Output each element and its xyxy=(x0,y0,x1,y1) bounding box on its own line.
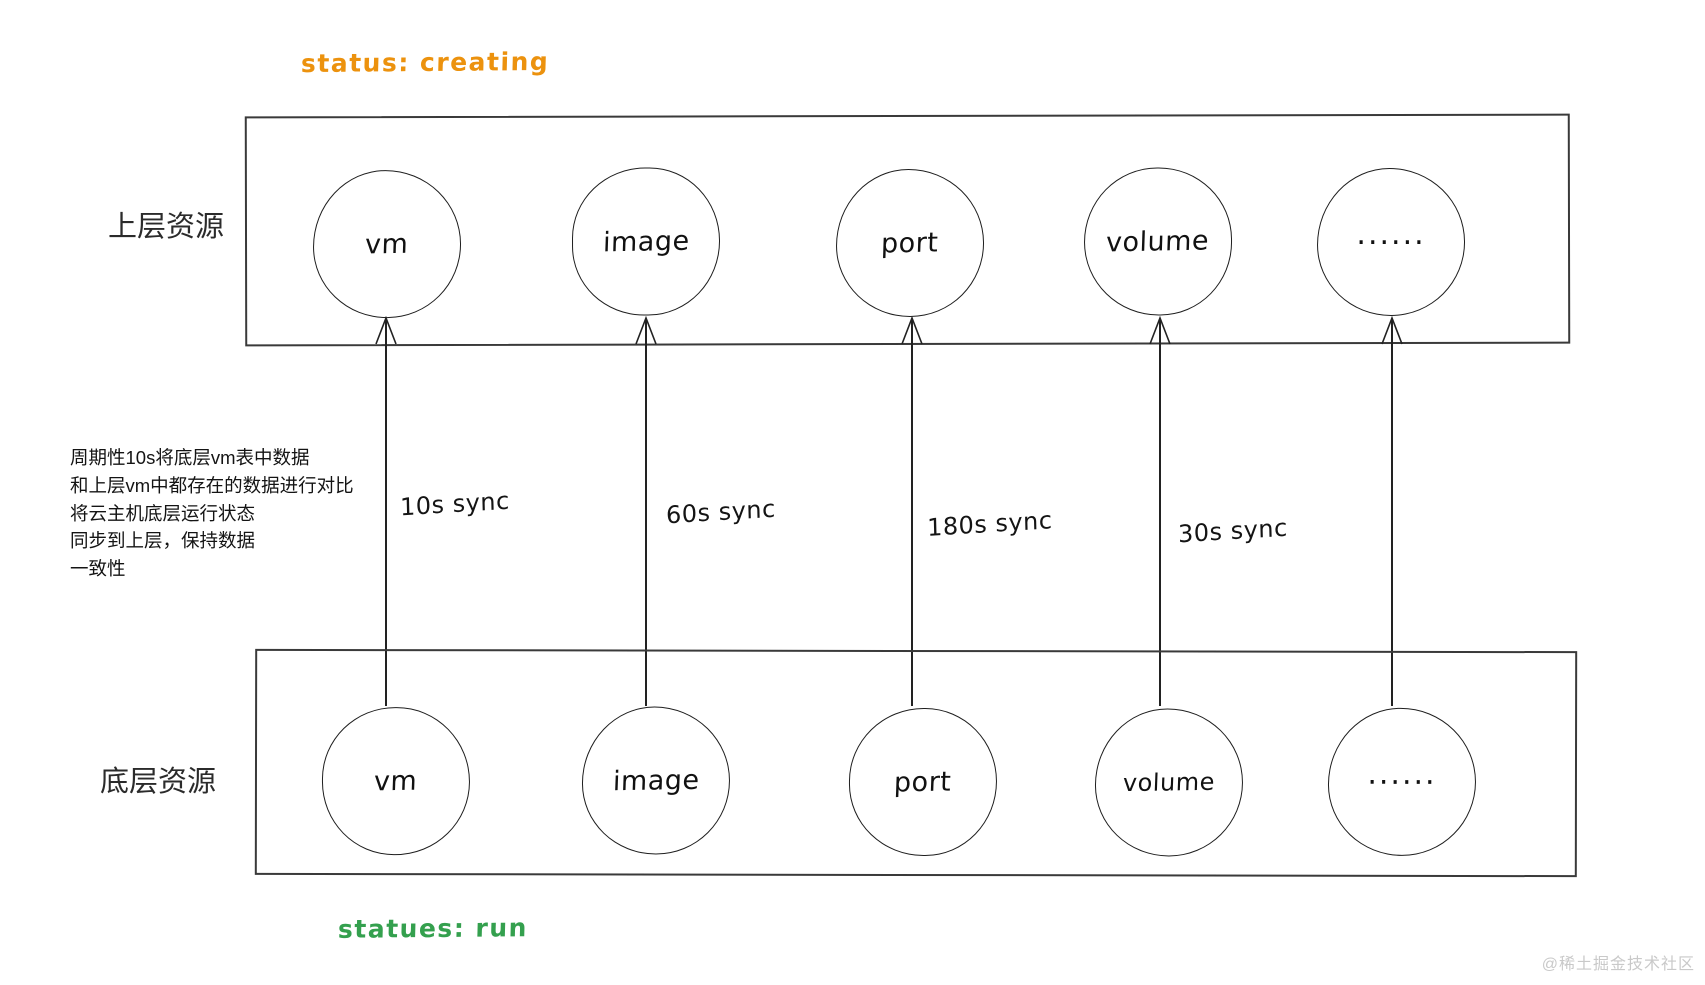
note-line: 和上层vm中都存在的数据进行对比 xyxy=(70,474,354,496)
upper-node-circle-image: image xyxy=(571,167,721,316)
arrow-shaft xyxy=(1159,319,1161,706)
sync-label-10s: 10s sync xyxy=(399,486,511,522)
lower-node-circle-ellipsis: ...... xyxy=(1327,707,1477,856)
node-label: image xyxy=(602,225,690,258)
node-label: ...... xyxy=(1356,216,1426,252)
arrow-shaft xyxy=(1391,319,1393,706)
upper-layer-label: 上层资源 xyxy=(108,211,225,243)
arrowhead-up-icon xyxy=(635,316,657,345)
upper-resources-box: vm image port volume ...... xyxy=(244,113,1571,347)
note-line: 将云主机底层运行状态 xyxy=(70,502,256,524)
node-label: vm xyxy=(373,765,419,797)
note-line: 一致性 xyxy=(70,558,126,579)
upper-node-circle-volume: volume xyxy=(1083,167,1233,316)
sync-label-30s: 30s sync xyxy=(1177,513,1289,549)
note-line: 同步到上层，保持数据 xyxy=(70,530,256,552)
node-label: port xyxy=(893,766,953,798)
upper-node-circle-vm: vm xyxy=(312,169,462,319)
watermark: @稀土掘金技术社区 xyxy=(1541,956,1695,973)
status-creating-label: status: creating xyxy=(300,46,550,79)
arrowhead-up-icon xyxy=(901,316,923,345)
upper-node-circle-port: port xyxy=(835,168,985,318)
sync-label-180s: 180s sync xyxy=(926,506,1053,542)
arrow-shaft xyxy=(645,319,647,706)
node-label: ...... xyxy=(1367,756,1437,792)
sync-label-60s: 60s sync xyxy=(665,494,777,530)
arrowhead-up-icon xyxy=(375,316,397,345)
status-run-label: statues: run xyxy=(337,913,529,944)
arrow-shaft xyxy=(911,319,913,706)
note-text: 周期性10s将底层vm表中数据 和上层vm中都存在的数据进行对比 将云主机底层运… xyxy=(70,444,400,583)
sync-arrow-port xyxy=(899,316,925,706)
sync-arrow-image xyxy=(633,316,659,706)
sync-arrow-vm xyxy=(373,316,399,706)
sync-arrow-volume xyxy=(1147,316,1173,706)
lower-node-circle-vm: vm xyxy=(321,706,471,856)
node-label: volume xyxy=(1122,767,1216,798)
upper-node-circle-ellipsis: ...... xyxy=(1316,167,1466,317)
node-label: image xyxy=(612,764,700,797)
lower-layer-label: 底层资源 xyxy=(100,766,217,798)
arrow-shaft xyxy=(385,319,387,706)
lower-node-circle-port: port xyxy=(848,707,998,857)
sync-arrow-ellipsis xyxy=(1379,316,1405,706)
node-label: volume xyxy=(1105,224,1211,258)
node-label: port xyxy=(880,226,940,260)
arrowhead-up-icon xyxy=(1149,316,1171,345)
note-line: 周期性10s将底层vm表中数据 xyxy=(70,447,310,468)
lower-resources-box: vm image port volume ...... xyxy=(254,648,1578,878)
node-label: vm xyxy=(364,228,410,261)
arrowhead-up-icon xyxy=(1381,316,1403,345)
lower-node-circle-volume: volume xyxy=(1094,708,1244,857)
lower-node-circle-image: image xyxy=(581,706,731,855)
